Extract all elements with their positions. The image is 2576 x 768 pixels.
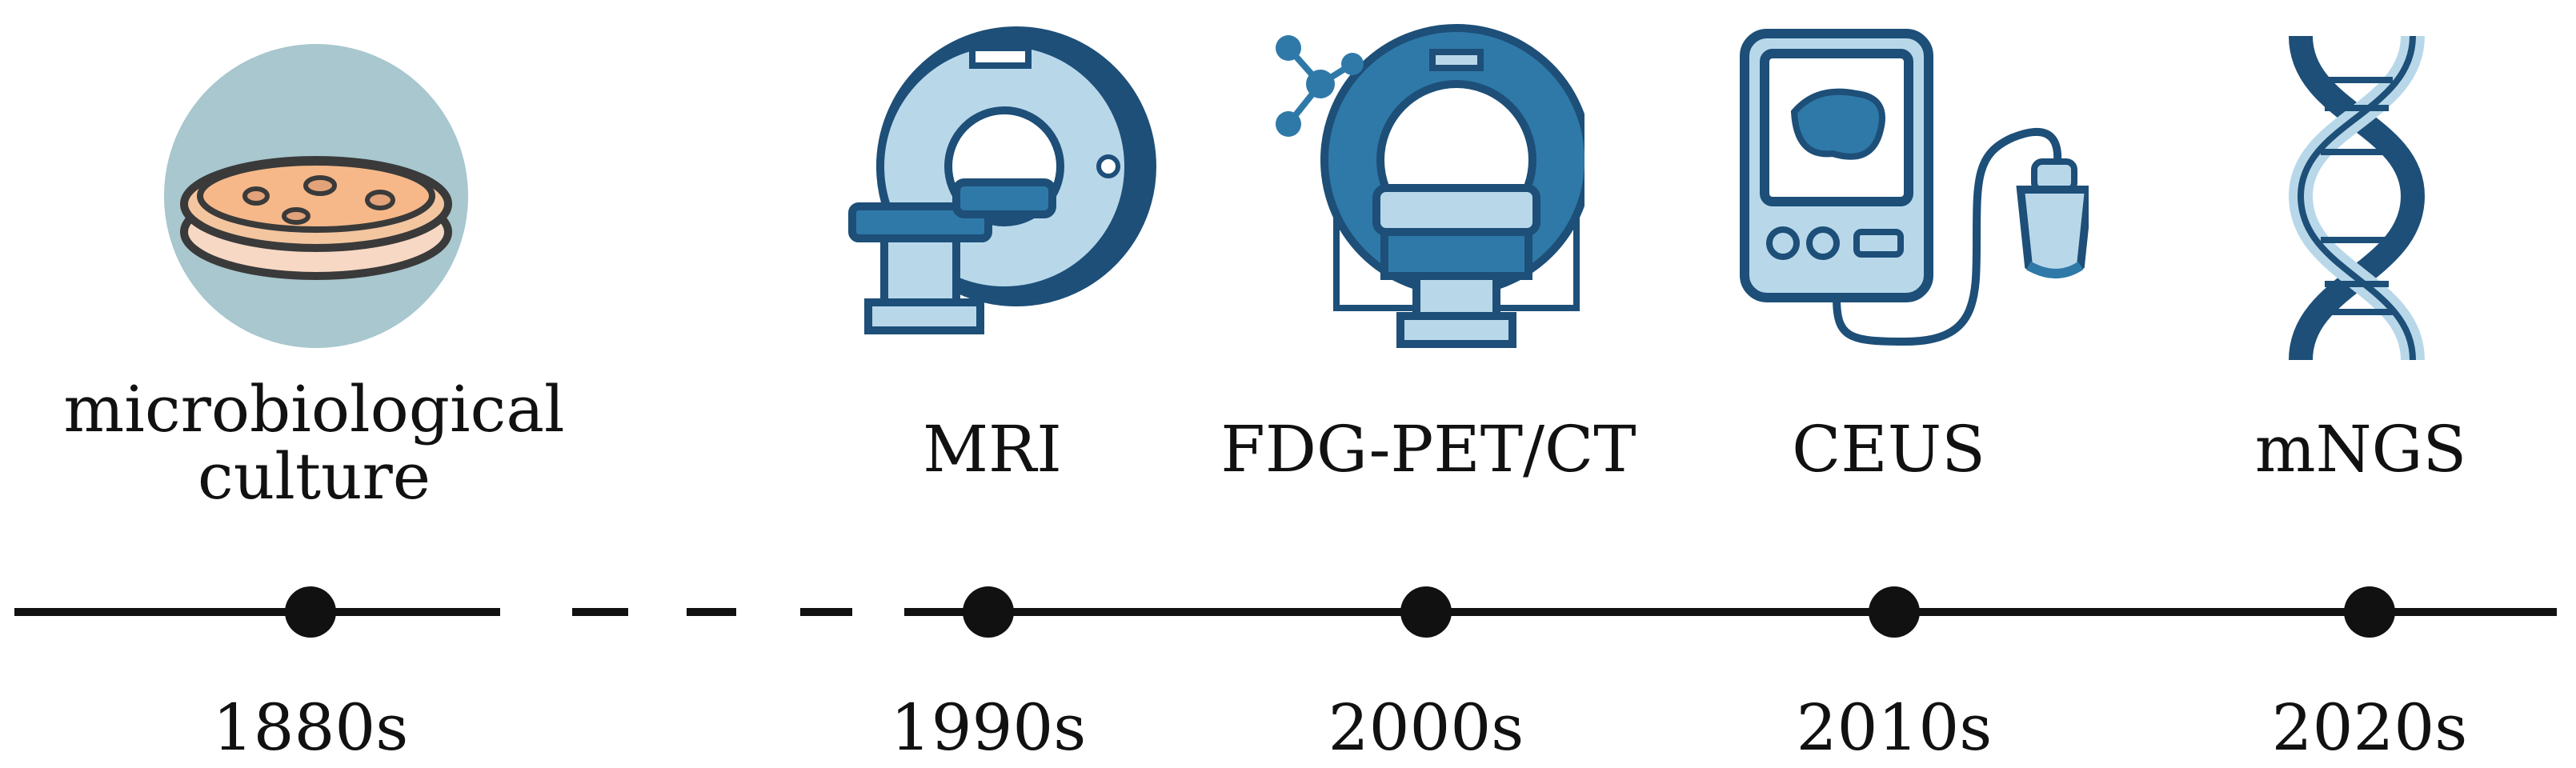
label-line-1: MRI [923, 412, 1062, 486]
pet-ct-scanner-icon [1264, 20, 1584, 356]
milestone-label-fdg-pet-ct: FDG-PET/CT [1200, 416, 1657, 483]
milestone-label-mri: MRI [872, 416, 1112, 483]
label-line-1: microbiological [63, 372, 565, 446]
label-line-1: mNGS [2254, 412, 2467, 486]
milestone-label-mngs: mNGS [2209, 416, 2513, 483]
year-label-1990s: 1990s [890, 690, 1087, 765]
year-label-2020s: 2020s [2271, 690, 2468, 765]
ultrasound-device-icon [1737, 26, 2089, 362]
milestone-label-microbiological-culture: microbiological culture [56, 376, 572, 510]
milestone-label-ceus: CEUS [1721, 416, 2057, 483]
timeline-marker-1880s [285, 586, 336, 638]
label-line-1: FDG-PET/CT [1220, 412, 1637, 486]
timeline-marker-2000s [1400, 586, 1452, 638]
year-label-1880s: 1880s [212, 690, 409, 765]
year-label-2010s: 2010s [1796, 690, 1993, 765]
label-line-2: culture [197, 439, 431, 514]
timeline-marker-1990s [963, 586, 1014, 638]
timeline-marker-2020s [2344, 586, 2395, 638]
petri-dish-icon [160, 40, 472, 352]
timeline-marker-2010s [1869, 586, 1920, 638]
mri-scanner-icon [836, 22, 1176, 358]
label-line-1: CEUS [1792, 412, 1985, 486]
year-label-2000s: 2000s [1328, 690, 1524, 765]
dna-helix-icon [2273, 32, 2441, 364]
